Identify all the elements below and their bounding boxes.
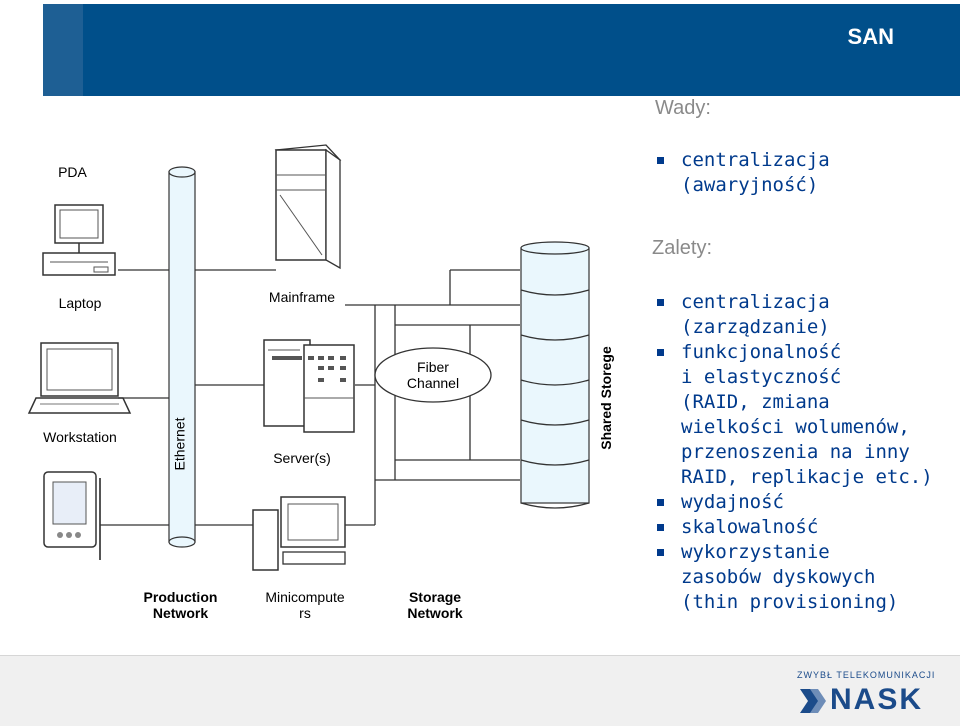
- bullet-icon: [657, 499, 664, 506]
- bullet-icon: [657, 349, 664, 356]
- bullet-icon: [657, 299, 664, 306]
- storage-network-label: Storage Network: [407, 589, 463, 621]
- shared-storage-icon: [520, 241, 590, 509]
- shared-storage-label: Shared Storege: [598, 346, 614, 450]
- zalety-item-text: wykorzystanie zasobów dyskowych (thin pr…: [681, 541, 899, 613]
- nask-logo-icon: [800, 689, 826, 713]
- header-bar: [43, 4, 960, 96]
- zalety-heading: Zalety:: [652, 237, 713, 259]
- fiber-channel-oval: [374, 347, 492, 403]
- pda-icon: [43, 471, 101, 560]
- ethernet-label: Ethernet: [171, 417, 188, 471]
- bullet-icon: [657, 157, 664, 164]
- laptop-icon: [27, 342, 132, 414]
- wady-list: centralizacja (awaryjność): [657, 148, 947, 198]
- laptop-label: Laptop: [58, 295, 102, 311]
- minicomputer-icon: [252, 496, 346, 571]
- server-icon: [263, 339, 355, 433]
- pda-computer-icon: [42, 204, 116, 276]
- zalety-item: wydajność: [657, 490, 957, 515]
- zalety-item: skalowalność: [657, 515, 957, 540]
- zalety-item-text: skalowalność: [681, 516, 819, 538]
- footer-company: ZWYBŁ TELEKOMUNIKACJI: [797, 670, 936, 680]
- production-network-label: Production Network: [143, 589, 218, 621]
- nask-logo-text: NASK: [830, 683, 924, 716]
- zalety-item-text: funkcjonalność i elastyczność (RAID, zmi…: [681, 341, 933, 488]
- zalety-item-text: wydajność: [681, 491, 784, 513]
- minicomputers-label: Minicompute rs: [265, 589, 345, 621]
- zalety-item-text: centralizacja (zarządzanie): [681, 291, 830, 338]
- slide-title: SAN: [847, 24, 894, 49]
- mainframe-label: Mainframe: [268, 289, 336, 305]
- pda-label: PDA: [58, 164, 87, 180]
- wady-item: centralizacja (awaryjność): [657, 148, 947, 198]
- wady-heading: Wady:: [655, 97, 711, 119]
- ethernet-cylinder: [168, 166, 196, 548]
- bullet-icon: [657, 524, 664, 531]
- zalety-item: centralizacja (zarządzanie): [657, 290, 957, 340]
- mainframe-icon: [274, 144, 342, 270]
- zalety-item: funkcjonalność i elastyczność (RAID, zmi…: [657, 340, 957, 490]
- workstation-label: Workstation: [43, 429, 117, 445]
- fiber-channel-label: Fiber Channel: [406, 359, 460, 391]
- zalety-item: wykorzystanie zasobów dyskowych (thin pr…: [657, 540, 957, 615]
- bullet-icon: [657, 549, 664, 556]
- footer-bar: [0, 655, 960, 726]
- servers-label: Server(s): [273, 450, 331, 466]
- header-accent: [43, 4, 83, 96]
- zalety-list: centralizacja (zarządzanie) funkcjonalno…: [657, 290, 957, 615]
- wady-item-text: centralizacja (awaryjność): [681, 149, 830, 196]
